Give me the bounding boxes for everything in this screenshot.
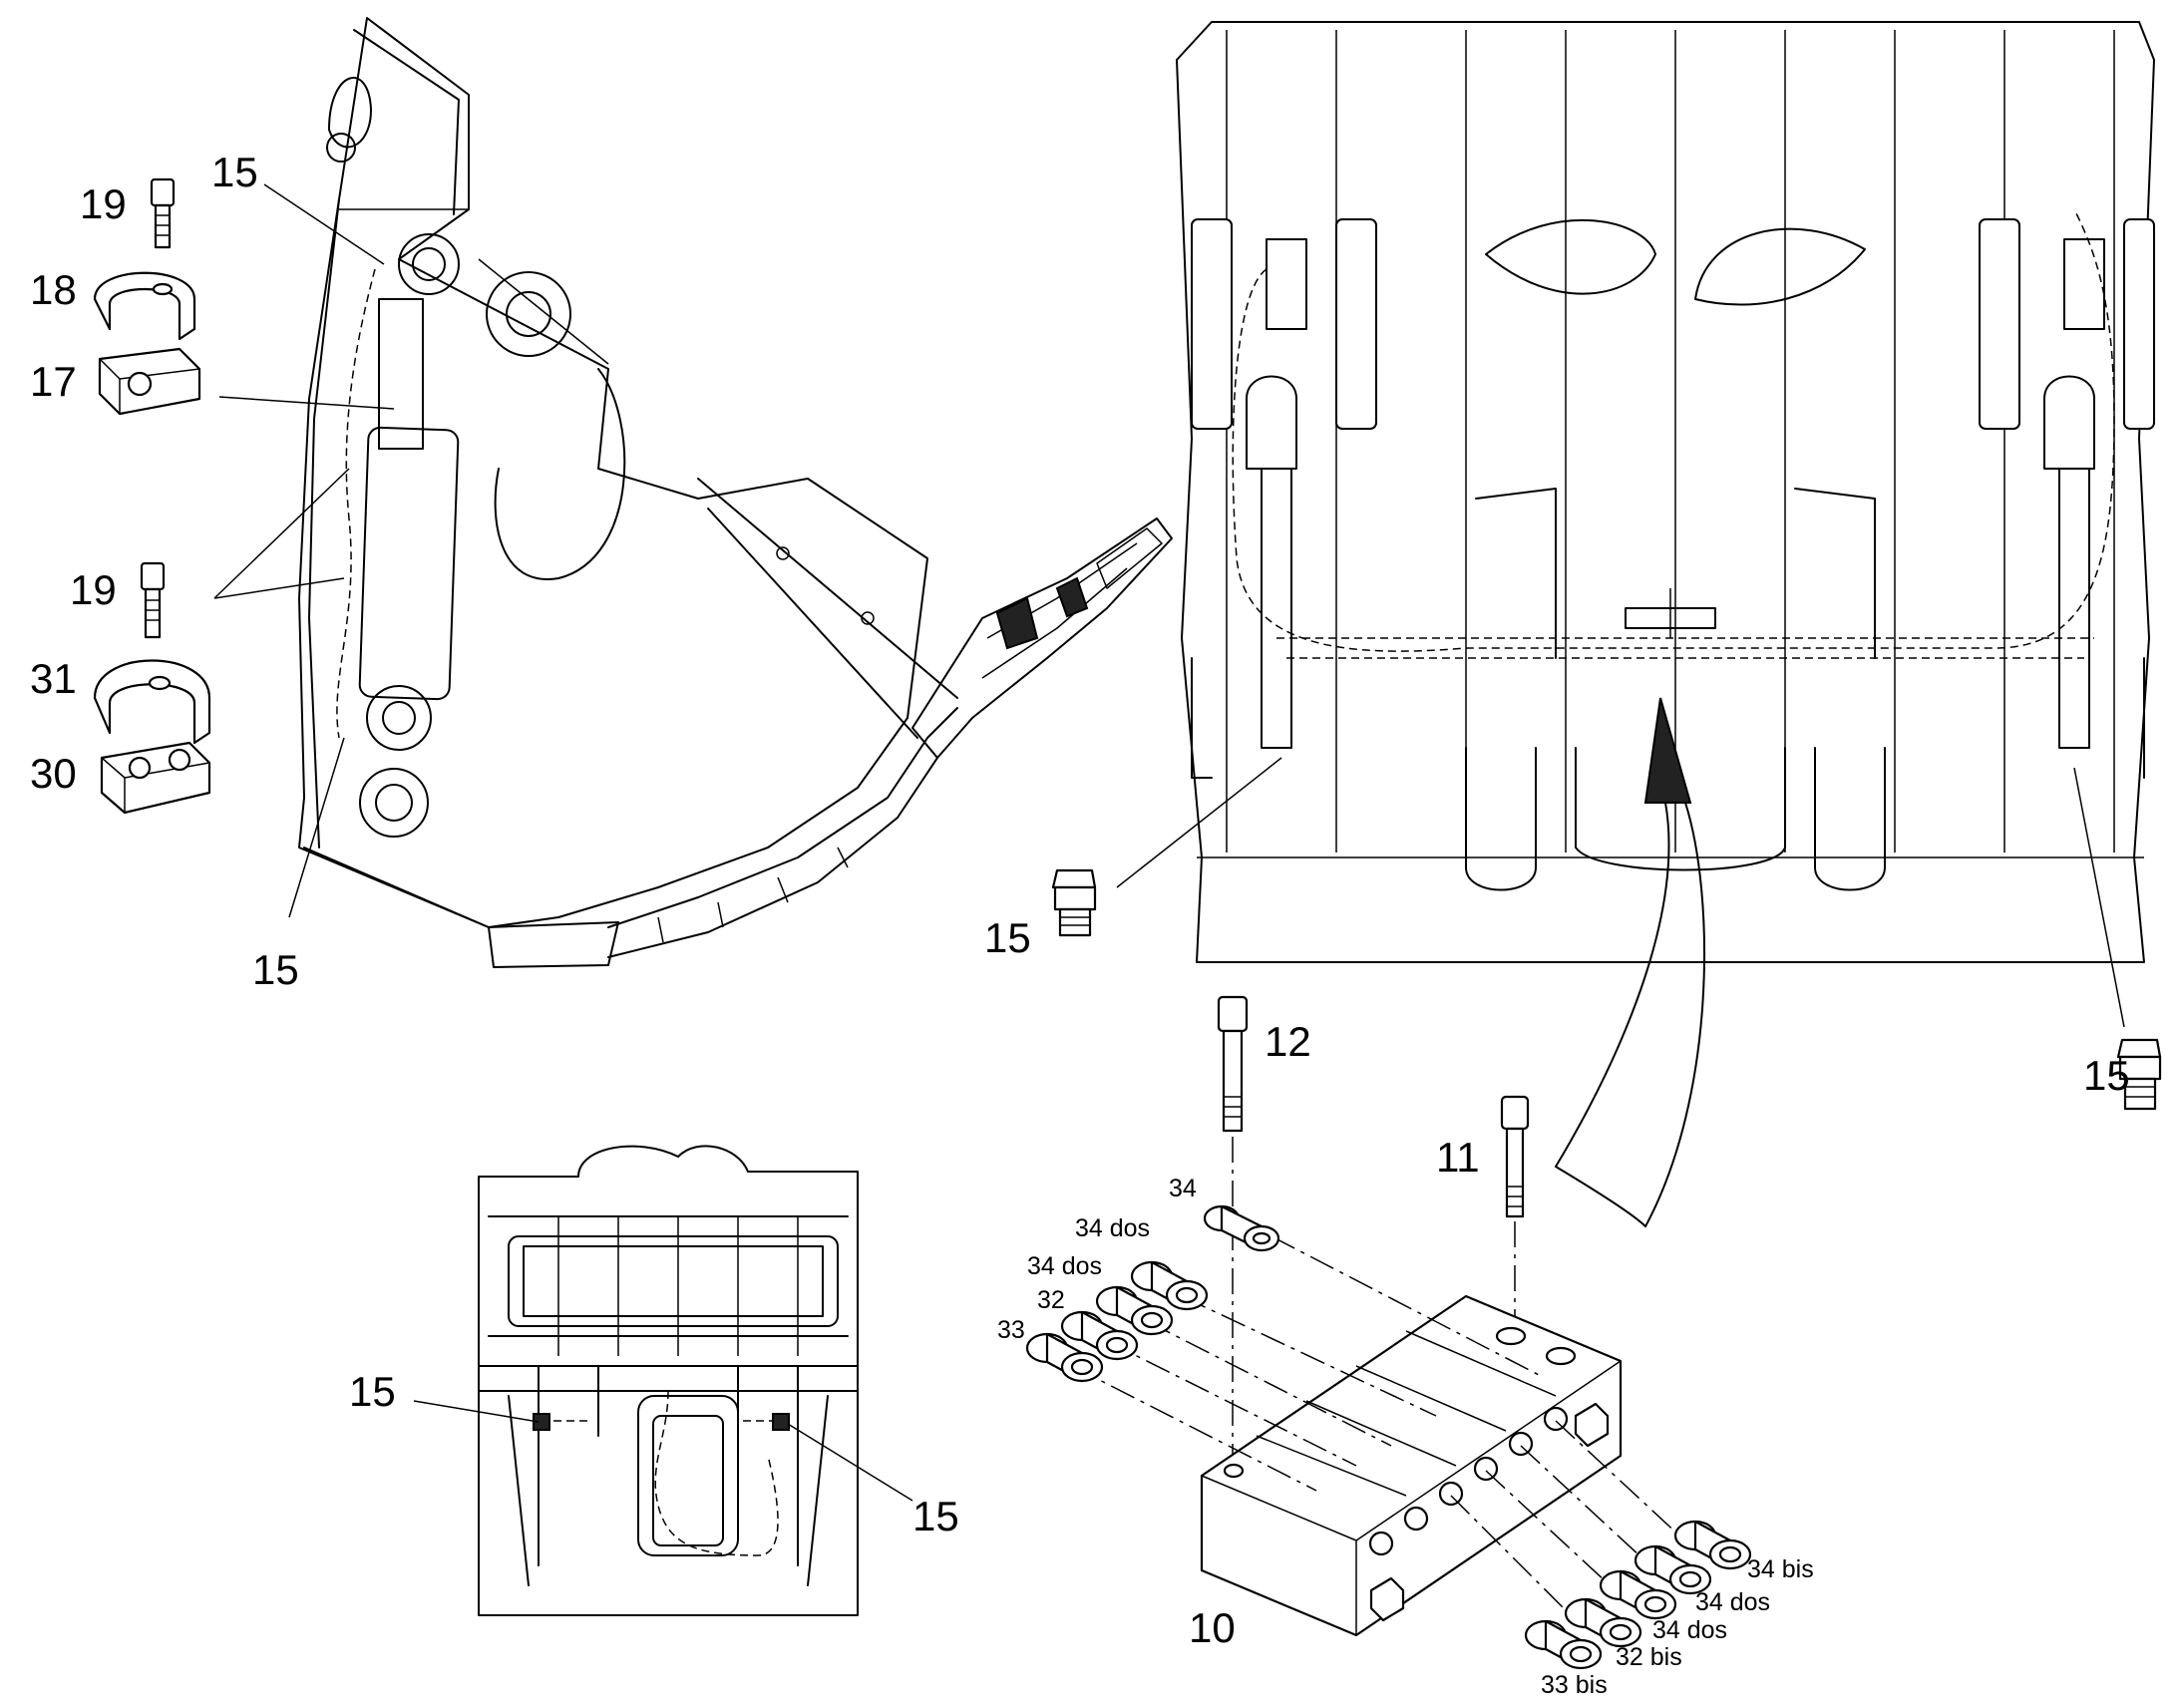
bucket-front-view [1176, 21, 2155, 963]
callout-17: 17 [30, 358, 77, 405]
bolt-19-bottom [140, 561, 166, 639]
callout-31: 31 [30, 655, 77, 702]
callout-32: 32 [1037, 1286, 1065, 1314]
callout-33-bis: 33 bis [1541, 1671, 1608, 1699]
distributor-block-10 [1200, 1294, 1623, 1637]
detail-arrow [1555, 697, 1706, 1227]
bolt-11 [1500, 1095, 1530, 1218]
callout-15-front-left: 15 [984, 914, 1031, 961]
callout-34: 34 [1169, 1175, 1197, 1202]
fitting-34-dos-a [1130, 1260, 1209, 1311]
fitting-32-bis [1564, 1597, 1642, 1648]
callout-15-side-bottom: 15 [252, 946, 299, 993]
clamp-block-30 [100, 741, 211, 815]
bolt-19-top [150, 177, 176, 249]
fitting-15-left [1051, 868, 1097, 937]
fitting-15-right [2116, 1038, 2162, 1111]
fitting-34-dos-d [1599, 1569, 1677, 1620]
callout-34-dos-d: 34 dos [1652, 1616, 1728, 1644]
fitting-34 [1203, 1204, 1280, 1252]
bucket-top-view [478, 1145, 859, 1616]
callout-15-top-view-left: 15 [349, 1368, 396, 1415]
callout-32-bis: 32 bis [1616, 1643, 1682, 1671]
callout-34-dos-c: 34 dos [1695, 1588, 1771, 1616]
fitting-33-bis [1524, 1619, 1603, 1670]
fitting-34-dos-b [1095, 1285, 1174, 1336]
callout-11: 11 [1436, 1134, 1480, 1181]
clamp-cap-18 [93, 271, 196, 341]
callout-19-top: 19 [80, 180, 127, 227]
callout-10: 10 [1189, 1604, 1236, 1651]
bucket-side-view [298, 17, 1173, 968]
fitting-32 [1060, 1310, 1139, 1361]
fitting-34-dos-c [1634, 1544, 1712, 1595]
callout-34-dos-a: 34 dos [1075, 1214, 1151, 1242]
fitting-33 [1025, 1332, 1104, 1383]
callout-33: 33 [997, 1316, 1025, 1344]
callout-34-bis: 34 bis [1747, 1555, 1814, 1583]
clamp-block-17 [98, 347, 201, 416]
fitting-34-bis [1673, 1520, 1752, 1570]
clamp-cap-31 [93, 659, 211, 745]
callout-12: 12 [1265, 1018, 1311, 1065]
callout-15-front-right: 15 [2083, 1052, 2130, 1099]
callout-19-bottom: 19 [70, 566, 117, 613]
callout-34-dos-b: 34 dos [1027, 1252, 1103, 1280]
callout-18: 18 [30, 266, 77, 313]
callout-15-top-view-right: 15 [912, 1493, 959, 1539]
callout-30: 30 [30, 750, 77, 797]
callout-15-top: 15 [211, 149, 258, 195]
bolt-12 [1217, 995, 1249, 1133]
